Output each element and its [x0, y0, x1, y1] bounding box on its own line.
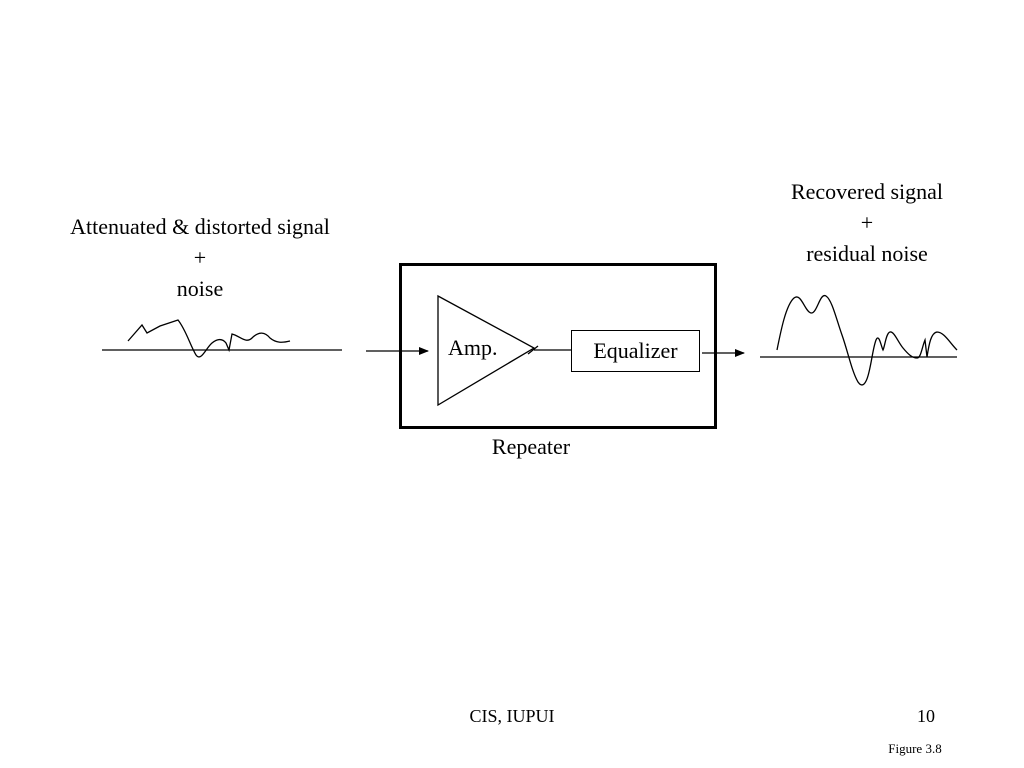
equalizer-label: Equalizer [593, 338, 678, 363]
input-waveform [127, 319, 291, 358]
footer-page-number: 10 [917, 706, 935, 726]
input-label-line3: noise [176, 276, 224, 301]
input-label-line1: Attenuated & distorted signal [70, 214, 330, 239]
output-label-line1: Recovered signal [790, 179, 944, 204]
input-signal-label: Attenuated & distorted signal + noise [40, 211, 360, 304]
repeater-label: Repeater [491, 434, 571, 459]
amp-output-tick [527, 345, 539, 355]
amplifier-triangle [437, 294, 536, 407]
repeater-box [399, 263, 717, 429]
amp-label: Amp. [448, 335, 498, 360]
input-label-plus: + [193, 245, 207, 270]
equalizer-box: Equalizer [571, 330, 700, 372]
footer-figure-caption: Figure 3.8 [888, 741, 942, 756]
output-waveform [776, 294, 958, 386]
output-label-line3: residual noise [806, 241, 928, 266]
output-signal-label: Recovered signal + residual noise [757, 176, 977, 269]
footer-course: CIS, IUPUI [469, 706, 555, 726]
output-label-plus: + [860, 210, 874, 235]
